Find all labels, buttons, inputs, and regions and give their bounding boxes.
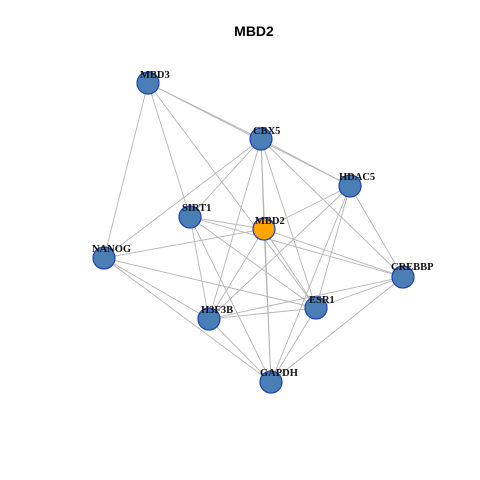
edge-sirt1-h3f3b [189, 216, 210, 320]
edges-layer [103, 82, 404, 383]
edge-mbd2-gapdh [263, 228, 272, 383]
edge-sirt1-crebbp [189, 216, 404, 278]
edge-mbd3-sirt1 [147, 82, 191, 218]
edge-nanog-esr1 [103, 257, 317, 309]
edge-hdac5-crebbp [349, 185, 404, 278]
node-label-hdac5: HDAC5 [339, 172, 375, 183]
edge-cbx5-h3f3b [208, 138, 262, 320]
edge-esr1-gapdh [270, 307, 317, 383]
node-label-mbd3: MBD3 [140, 70, 170, 81]
node-gapdh: GAPDH [259, 368, 298, 394]
edge-cbx5-esr1 [260, 138, 317, 309]
edge-cbx5-hdac5 [260, 138, 351, 187]
edge-esr1-h3f3b [208, 307, 317, 320]
node-crebbp: CREBBP [391, 262, 434, 289]
node-circle-hdac5 [338, 174, 362, 198]
node-label-crebbp: CREBBP [391, 262, 434, 273]
edge-cbx5-nanog [103, 138, 262, 259]
node-sirt1: SIRT1 [178, 203, 211, 229]
graph-title: MBD2 [234, 23, 274, 39]
node-hdac5: HDAC5 [338, 172, 375, 198]
edge-mbd3-nanog [103, 82, 149, 259]
node-label-sirt1: SIRT1 [182, 203, 211, 214]
edge-sirt1-gapdh [189, 216, 272, 383]
node-circle-h3f3b [197, 307, 221, 331]
edge-crebbp-h3f3b [208, 276, 404, 320]
edge-mbd2-nanog [103, 228, 265, 259]
edge-hdac5-esr1 [315, 185, 351, 309]
node-circle-nanog [92, 246, 116, 270]
node-label-cbx5: CBX5 [253, 126, 280, 137]
node-label-esr1: ESR1 [309, 295, 335, 306]
edge-cbx5-sirt1 [189, 138, 262, 218]
edge-crebbp-esr1 [315, 276, 404, 309]
node-label-h3f3b: H3F3B [201, 305, 233, 316]
node-label-gapdh: GAPDH [260, 368, 298, 379]
edge-hdac5-gapdh [270, 185, 351, 383]
edge-cbx5-crebbp [260, 138, 404, 278]
edge-nanog-gapdh [103, 257, 272, 383]
edge-mbd2-crebbp [263, 228, 404, 278]
node-h3f3b: H3F3B [197, 305, 233, 331]
node-label-mbd2: MBD2 [255, 216, 285, 227]
node-mbd2: MBD2 [252, 216, 285, 241]
edge-hdac5-mbd2 [263, 185, 351, 230]
edge-nanog-h3f3b [103, 257, 210, 320]
node-cbx5: CBX5 [249, 126, 280, 151]
edge-mbd2-esr1 [263, 228, 317, 309]
edge-mbd2-h3f3b [208, 228, 265, 320]
edge-crebbp-gapdh [270, 276, 404, 383]
node-circle-crebbp [391, 265, 415, 289]
edge-mbd3-hdac5 [147, 82, 351, 187]
edge-sirt1-esr1 [189, 216, 317, 309]
node-circle-esr1 [304, 296, 328, 320]
node-mbd3: MBD3 [136, 70, 170, 95]
edge-mbd3-esr1 [147, 82, 317, 309]
node-circle-mbd3 [136, 71, 160, 95]
edge-h3f3b-gapdh [208, 318, 272, 383]
node-circle-gapdh [259, 370, 283, 394]
node-circle-mbd2 [252, 217, 276, 241]
edge-sirt1-mbd2 [189, 216, 265, 230]
node-nanog: NANOG [92, 244, 131, 270]
node-label-nanog: NANOG [92, 244, 131, 255]
node-circle-sirt1 [178, 205, 202, 229]
node-circle-cbx5 [249, 127, 273, 151]
node-esr1: ESR1 [304, 295, 335, 320]
